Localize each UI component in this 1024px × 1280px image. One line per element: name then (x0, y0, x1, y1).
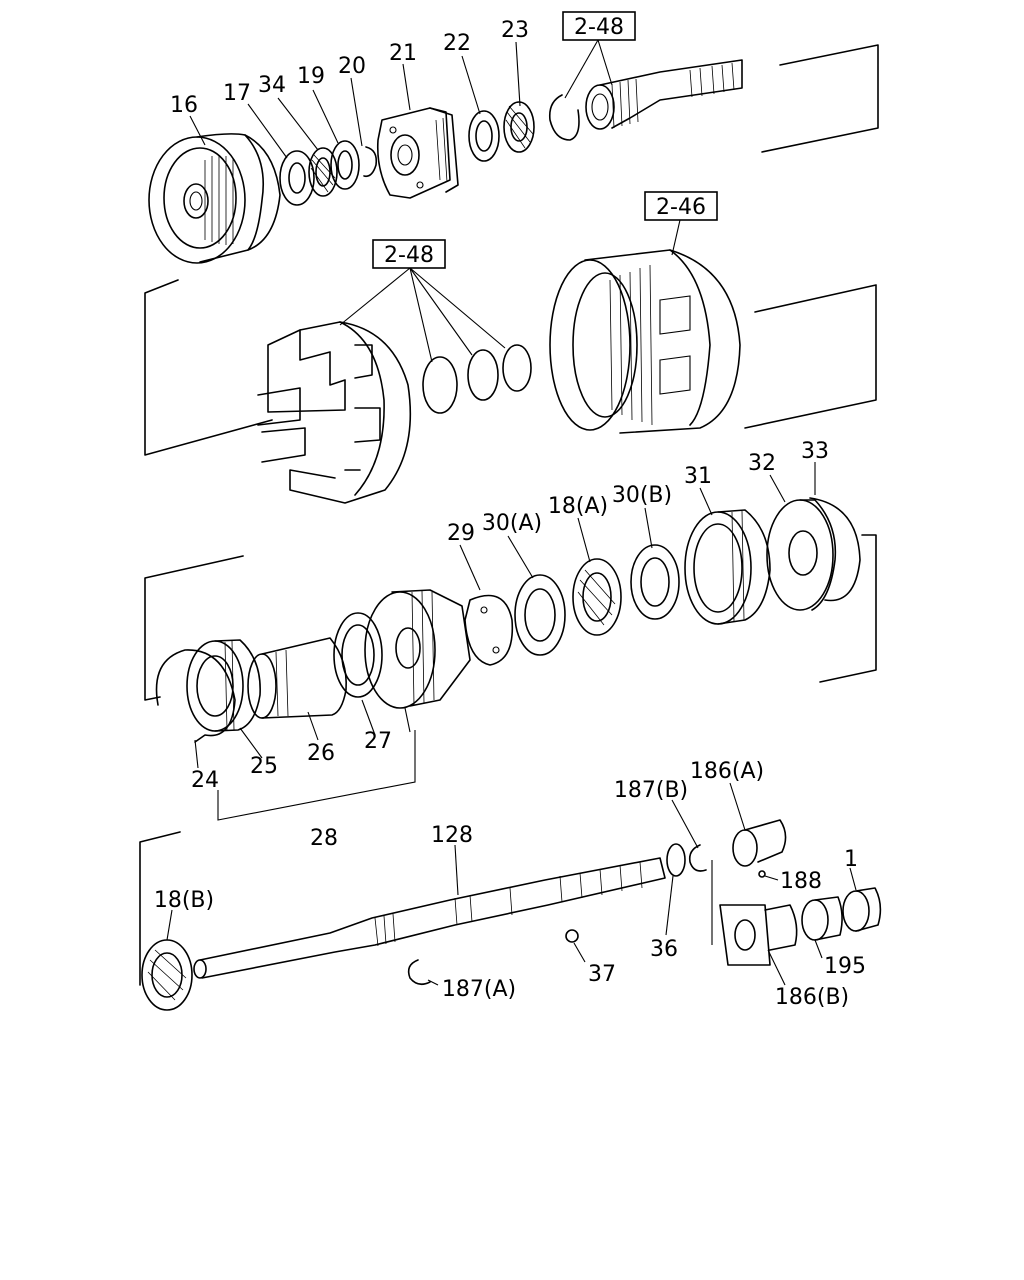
part-17-washer (279, 150, 315, 206)
label-25: 25 (250, 754, 278, 779)
label-36: 36 (650, 937, 678, 962)
label-31: 31 (684, 464, 712, 489)
label-27: 27 (364, 729, 392, 754)
part-195-bushing (801, 896, 843, 941)
label-33: 33 (801, 439, 829, 464)
part-31-ring-gear (684, 509, 771, 625)
part-18b-bearing (141, 939, 193, 1011)
part-24-snap-ring (155, 649, 236, 743)
part-20-snap-ring (363, 146, 378, 178)
part-16-clutch-drum (148, 133, 281, 264)
label-128: 128 (431, 823, 473, 848)
label-1: 1 (844, 847, 858, 872)
label-18b: 18(B) (154, 888, 214, 913)
part-28-carrier (364, 589, 471, 709)
part-28-bracket (217, 730, 416, 821)
label-187a: 187(A) (442, 977, 516, 1002)
label-24: 24 (191, 768, 219, 793)
part-19-washer (330, 140, 360, 190)
part-26-sun-gear (247, 637, 347, 719)
part-27-washer (333, 612, 383, 698)
label-186a: 186(A) (690, 759, 764, 784)
label-188: 188 (780, 869, 822, 894)
part-1-collar (842, 887, 882, 932)
label-34: 34 (258, 73, 286, 98)
label-195: 195 (824, 954, 866, 979)
label-37: 37 (588, 962, 616, 987)
label-28: 28 (310, 826, 338, 851)
part-186a-sleeve (732, 819, 787, 867)
part-labels: 16 17 34 19 20 21 22 23 29 30(A) 18(A) 3… (154, 18, 866, 1010)
part-22-washer (468, 110, 500, 162)
label-20: 20 (338, 54, 366, 79)
ref-2-48-output-shaft (585, 59, 743, 130)
label-29: 29 (447, 521, 475, 546)
label-19: 19 (297, 64, 325, 89)
ref-box-2-48-middle: 2-48 (372, 239, 446, 269)
part-23-thrust-bearing (503, 101, 535, 153)
part-128-input-shaft (193, 857, 666, 979)
label-32: 32 (748, 451, 776, 476)
part-29-thrust-plate (464, 594, 514, 666)
label-30b: 30(B) (612, 483, 672, 508)
row-2-assembly (144, 249, 877, 504)
part-18a-bearing (572, 558, 622, 636)
part-36-seal-ring (666, 843, 686, 877)
label-187b: 187(B) (614, 778, 688, 803)
label-21: 21 (389, 41, 417, 66)
ref-2-48-sun-gear-shell (257, 321, 412, 504)
part-186b-bracket (719, 904, 798, 966)
part-25-bearing (186, 639, 261, 732)
part-187a-snap-ring (407, 959, 431, 986)
part-33-snap-ring (809, 497, 861, 602)
label-26: 26 (307, 741, 335, 766)
label-186b: 186(B) (775, 985, 849, 1010)
part-37-check-ball (565, 929, 579, 943)
ref-box-2-46: 2-46 (644, 191, 718, 221)
label-18a: 18(A) (548, 494, 608, 519)
label-16: 16 (170, 93, 198, 118)
part-32-hub (766, 499, 837, 611)
ref-label: 2-46 (656, 195, 706, 220)
part-30a-washer (514, 574, 566, 656)
part-30b-washer (630, 544, 680, 620)
ref-2-46-clutch-pack (549, 249, 741, 434)
part-188-pin (758, 870, 766, 878)
row-1-assembly (148, 44, 879, 264)
ref-label: 2-48 (384, 243, 434, 268)
row-3-assembly (144, 497, 877, 821)
label-22: 22 (443, 31, 471, 56)
label-23: 23 (501, 18, 529, 43)
leader-lines (166, 39, 857, 986)
ref-2-48-snap-rings (422, 344, 532, 414)
label-17: 17 (223, 81, 251, 106)
label-30a: 30(A) (482, 511, 542, 536)
ref-2-48-snap-ring (548, 94, 580, 141)
part-34-thrust-bearing (308, 147, 338, 197)
ref-label: 2-48 (574, 15, 624, 40)
part-21-planet-carrier (376, 107, 459, 199)
part-187b-snap-ring (688, 844, 707, 872)
ref-box-2-48-top: 2-48 (562, 11, 636, 41)
